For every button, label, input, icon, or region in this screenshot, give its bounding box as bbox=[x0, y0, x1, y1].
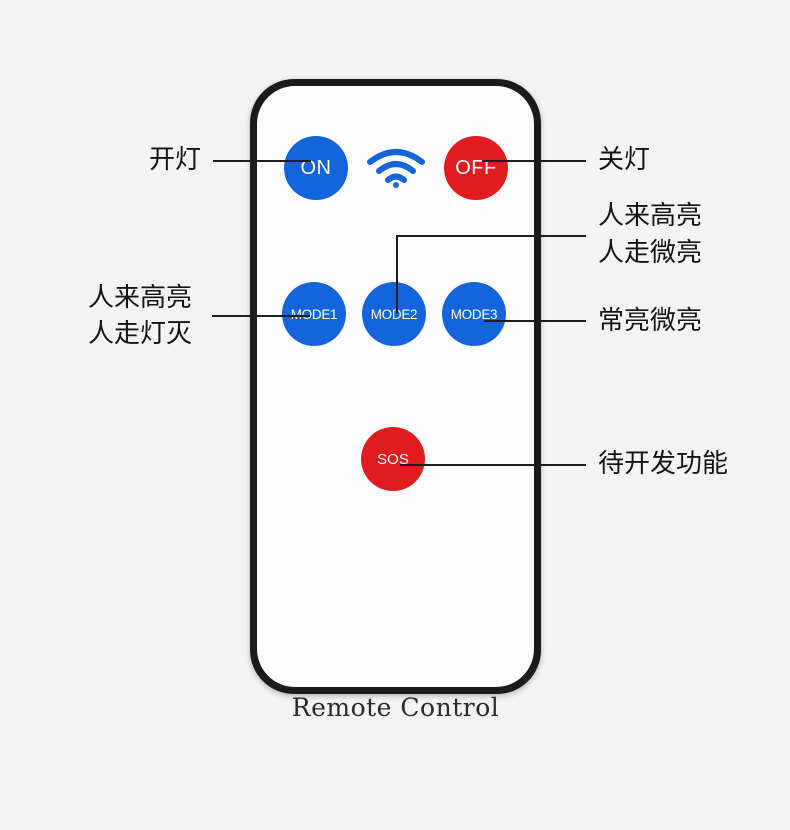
sos-button[interactable]: SOS bbox=[361, 427, 425, 491]
mode2-leader-horizontal bbox=[396, 235, 586, 237]
sos-leader-line bbox=[400, 464, 586, 466]
wifi-icon bbox=[367, 149, 425, 188]
mode2-label-line2: 人走微亮 bbox=[598, 238, 703, 268]
mode1-label-line2: 人走灯灭 bbox=[88, 319, 193, 349]
mode3-button[interactable]: MODE3 bbox=[442, 282, 506, 346]
mode3-label: 常亮微亮 bbox=[598, 306, 703, 336]
mode1-leader-line bbox=[212, 315, 310, 317]
sos-label: 待开发功能 bbox=[598, 449, 729, 479]
mode1-label-line1: 人来高亮 bbox=[88, 283, 193, 313]
off-button[interactable]: OFF bbox=[444, 136, 508, 200]
on-button[interactable]: ON bbox=[284, 136, 348, 200]
on-label: 开灯 bbox=[149, 145, 202, 175]
off-leader-line bbox=[482, 160, 586, 162]
mode2-leader-vertical bbox=[396, 235, 398, 313]
mode2-label-line1: 人来高亮 bbox=[598, 201, 703, 231]
mode2-button[interactable]: MODE2 bbox=[362, 282, 426, 346]
mode3-leader-line bbox=[484, 320, 586, 322]
off-label: 关灯 bbox=[598, 145, 651, 175]
mode1-button[interactable]: MODE1 bbox=[282, 282, 346, 346]
remote-title: Remote Control bbox=[291, 693, 500, 722]
on-leader-line bbox=[213, 160, 311, 162]
